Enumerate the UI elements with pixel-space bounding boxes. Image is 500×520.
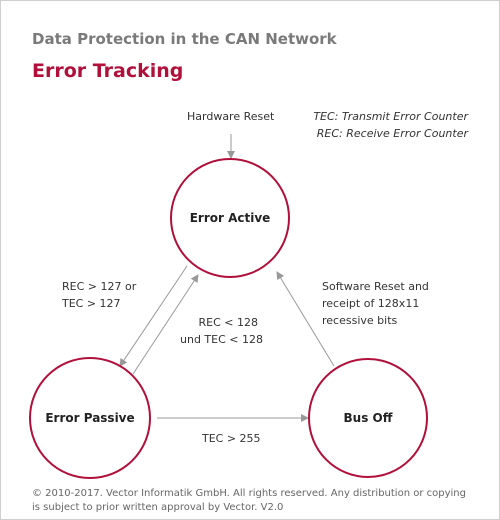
state-error-active-circle bbox=[170, 158, 290, 278]
arrow-passive-to-active bbox=[132, 274, 199, 375]
label-recover-line1: Software Reset and bbox=[322, 280, 429, 293]
legend-tec: TEC: Transmit Error Counter bbox=[313, 110, 468, 123]
footer-copyright: © 2010-2017. Vector Informatik GmbH. All… bbox=[32, 488, 466, 513]
label-to-busoff: TEC > 255 bbox=[202, 432, 261, 445]
label-to-passive-line1: REC > 127 or bbox=[62, 280, 137, 293]
label-recover: Software Reset and receipt of 128x11 rec… bbox=[322, 278, 429, 329]
label-to-passive: REC > 127 or TEC > 127 bbox=[62, 278, 136, 312]
arrow-busoff-to-active bbox=[276, 271, 335, 367]
label-to-active-line2: und TEC < 128 bbox=[180, 333, 263, 346]
label-recover-line2: receipt of 128x11 bbox=[322, 297, 420, 310]
state-error-passive-label: Error Passive bbox=[45, 411, 135, 425]
label-recover-line3: recessive bits bbox=[322, 314, 398, 327]
state-bus-off-label: Bus Off bbox=[343, 411, 393, 425]
label-to-passive-line2: TEC > 127 bbox=[62, 297, 121, 310]
slide-title: Error Tracking bbox=[32, 60, 184, 82]
state-error-passive-circle bbox=[29, 357, 151, 479]
label-to-active: REC < 128 und TEC < 128 bbox=[180, 314, 263, 348]
label-hardware-reset: Hardware Reset bbox=[187, 110, 275, 123]
label-to-active-line1: REC < 128 bbox=[198, 316, 258, 329]
state-error-active-label: Error Active bbox=[189, 211, 271, 225]
legend: TEC: Transmit Error Counter REC: Receive… bbox=[300, 108, 468, 142]
legend-rec: REC: Receive Error Counter bbox=[316, 127, 468, 140]
slide-subtitle: Data Protection in the CAN Network bbox=[32, 30, 337, 48]
arrow-active-to-passive bbox=[119, 265, 188, 367]
state-bus-off-circle bbox=[308, 358, 428, 478]
